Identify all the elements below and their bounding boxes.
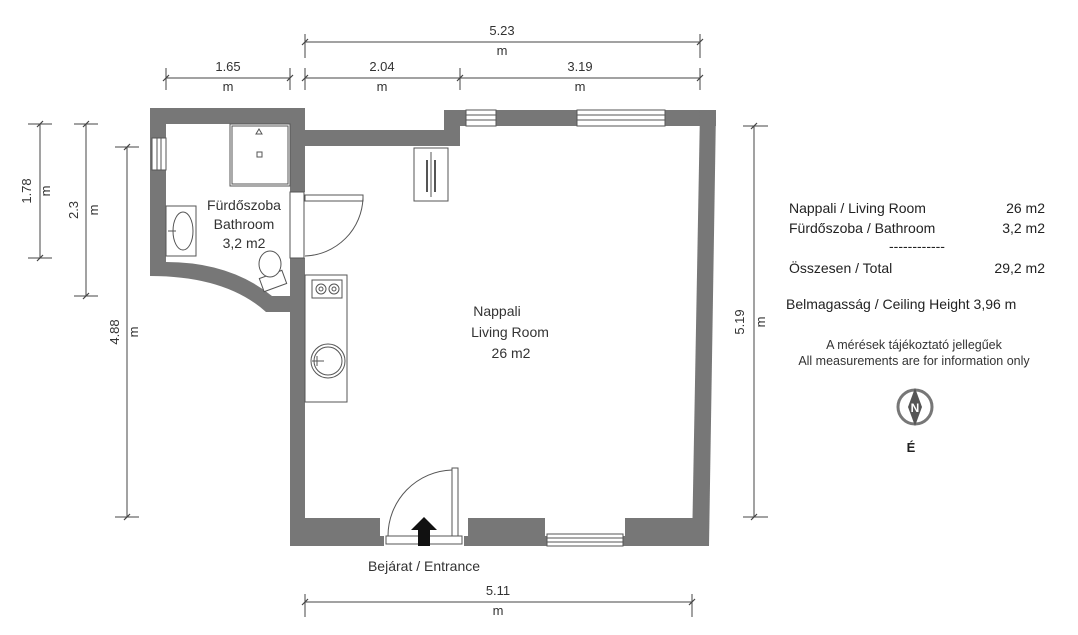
dimension-lines [28, 34, 768, 617]
legend-value: 26 m2 [1006, 200, 1045, 216]
bathroom-area: 3,2 m2 [223, 235, 266, 251]
living-name-en: Living Room [471, 324, 549, 340]
bathroom-name-hu: Fürdőszoba [207, 197, 281, 213]
dim-left-2: 2.3 [66, 201, 81, 219]
dim-unit: m [223, 79, 234, 94]
dim-unit: m [377, 79, 388, 94]
ceiling-height: Belmagasság / Ceiling Height 3,96 m [786, 296, 1017, 312]
legend-label: Összesen / Total [789, 260, 893, 276]
dim-top-mid: 2.04 [369, 59, 394, 74]
legend-row-living: Nappali / Living Room 26 m2 [789, 198, 1045, 218]
legend-label: Fürdőszoba / Bathroom [789, 220, 936, 236]
dim-unit: m [575, 79, 586, 94]
legend-value: 29,2 m2 [994, 260, 1045, 276]
window-top-small [465, 109, 497, 127]
stove-icon [311, 279, 343, 299]
disclaimer: A mérések tájékoztató jellegűek All meas… [786, 337, 1042, 369]
legend-value: 3,2 m2 [1002, 220, 1045, 236]
refrigerator-icon [413, 147, 449, 202]
dim-top-total: 5.23 [489, 23, 514, 38]
dim-left-1: 1.78 [19, 178, 34, 203]
bathroom-sink-icon [165, 205, 197, 257]
dim-right: 5.19 [732, 309, 747, 334]
dim-unit: m [493, 603, 504, 618]
legend-row-bathroom: Fürdőszoba / Bathroom 3,2 m2 [789, 218, 1045, 238]
dim-bottom: 5.11 [486, 583, 510, 598]
entrance-label: Bejárat / Entrance [368, 558, 480, 574]
living-area: 26 m2 [492, 345, 531, 361]
dim-unit: m [753, 317, 768, 328]
living-name-hu: Nappali [473, 303, 520, 319]
disclaimer-hu: A mérések tájékoztató jellegűek [826, 338, 1002, 352]
disclaimer-en: All measurements are for information onl… [798, 354, 1030, 368]
area-legend: Nappali / Living Room 26 m2 Fürdőszoba /… [789, 198, 1045, 278]
dim-left-3: 4.88 [107, 319, 122, 344]
dim-top-bath: 1.65 [215, 59, 240, 74]
kitchen-sink-icon [310, 343, 346, 379]
dimension-ticks [36, 38, 758, 606]
toilet-icon [258, 250, 288, 293]
compass-label: É [907, 440, 916, 455]
dim-unit: m [38, 186, 53, 197]
entrance-arrow-icon [411, 517, 437, 546]
window-bottom [546, 533, 624, 547]
legend-row-total: Összesen / Total 29,2 m2 [789, 258, 1045, 278]
window-bathroom [151, 137, 167, 171]
legend-label: Nappali / Living Room [789, 200, 926, 216]
compass-north: N [911, 401, 920, 415]
openings [151, 109, 666, 547]
bathroom-door [289, 191, 364, 259]
dim-unit: m [126, 327, 141, 338]
legend-separator: ------------ [889, 238, 945, 254]
shower-icon [229, 123, 291, 187]
compass-icon: N [896, 388, 934, 426]
bathroom-name-en: Bathroom [214, 216, 275, 232]
dim-unit: m [86, 205, 101, 216]
dim-unit: m [497, 43, 508, 58]
dim-top-right: 3.19 [567, 59, 592, 74]
window-top-large [576, 109, 666, 127]
